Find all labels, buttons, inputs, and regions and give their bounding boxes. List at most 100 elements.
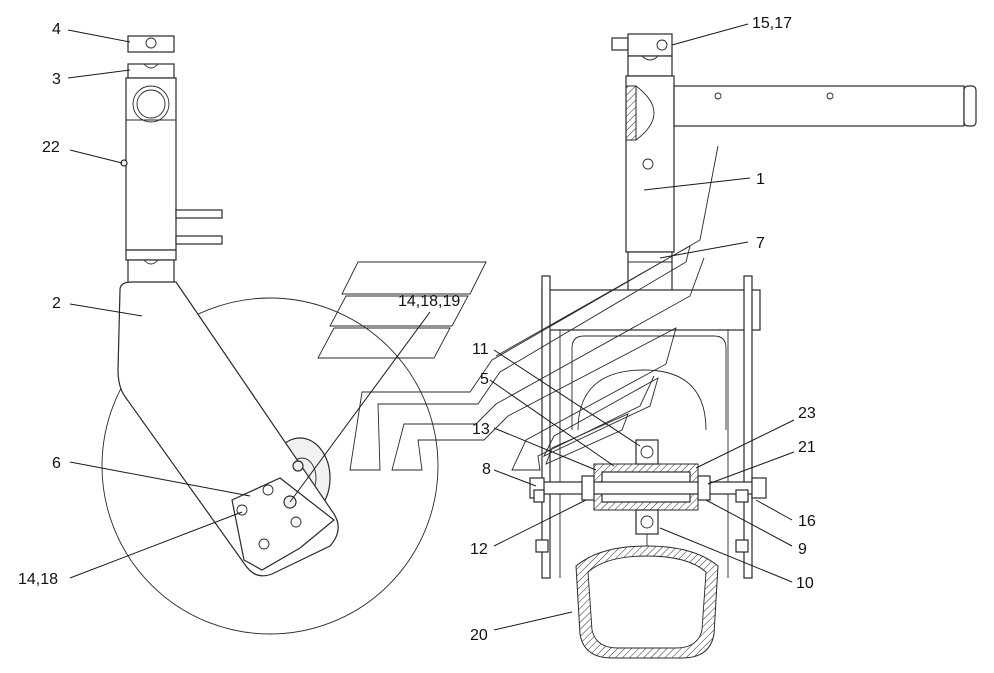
- axle-nut: [292, 460, 304, 472]
- post-pin-lower: [175, 235, 223, 245]
- flange-bolt-bottom: [635, 509, 659, 535]
- stamp-outline-1: [349, 145, 719, 471]
- bracket-bolt-3: [258, 538, 270, 550]
- leader-2: [69, 303, 143, 317]
- top-clamp-nut: [656, 39, 668, 51]
- stamp-outline-2: [391, 257, 705, 471]
- shaft-hole-2: [826, 92, 834, 100]
- shaft-hole-1: [714, 92, 722, 100]
- left-post-lower-collar: [125, 249, 177, 261]
- right-post-lower: [627, 251, 673, 293]
- fork-top-plate: [541, 289, 761, 331]
- stamp-band-3: [317, 327, 451, 359]
- bracket-bolt-5: [290, 516, 302, 528]
- stamp-band-2: [329, 295, 469, 327]
- callout-13: 13: [472, 421, 490, 438]
- stamp-band-1: [341, 261, 487, 295]
- leader-11: [493, 349, 641, 447]
- frame-bolt-l1: [533, 489, 545, 503]
- callout-22: 22: [42, 139, 60, 156]
- right-post-arc: [635, 85, 655, 141]
- tire-upper: [577, 369, 707, 431]
- leader-22: [69, 149, 123, 164]
- callout-23: 23: [798, 405, 816, 422]
- callout-12: 12: [470, 541, 488, 558]
- leader-12: [493, 499, 587, 547]
- center-stamp-bands: [317, 145, 719, 471]
- leader-13: [493, 427, 597, 471]
- callout-9: 9: [798, 541, 807, 558]
- right-post-section: [625, 85, 637, 141]
- left-post-bore: [132, 85, 170, 123]
- callout-5: 5: [480, 371, 489, 388]
- leader-9: [705, 499, 793, 547]
- bracket-bolt-1: [262, 484, 274, 496]
- right-post-bolt: [642, 158, 654, 170]
- leader-1: [643, 177, 751, 191]
- leader-lines: [67, 23, 795, 631]
- spacer-left: [581, 475, 595, 501]
- left-post-bore-inner: [136, 89, 166, 119]
- leader-7: [659, 241, 749, 259]
- callout-4: 4: [52, 21, 61, 38]
- stamp-band-4: [543, 377, 659, 457]
- callout-3: 3: [52, 71, 61, 88]
- leader-23: [695, 419, 795, 469]
- horizontal-shaft: [673, 85, 965, 127]
- leader-6: [69, 461, 251, 497]
- right-post-collar: [627, 55, 673, 77]
- callout-7: 7: [756, 235, 765, 252]
- axle-right-nut: [751, 477, 767, 499]
- flange-nut-top: [640, 445, 654, 459]
- left-post-cap-bolt: [145, 37, 157, 49]
- callout-2: 2: [52, 295, 61, 312]
- leader-4: [67, 29, 131, 43]
- left-post-collar-notch: [143, 63, 159, 69]
- flange-nut-bottom: [640, 515, 654, 529]
- right-post-collar-notch: [641, 55, 659, 61]
- callout-21: 21: [798, 439, 816, 456]
- axle: [539, 481, 759, 495]
- callout-10: 10: [796, 575, 814, 592]
- callout-1: 1: [756, 171, 765, 188]
- leader-20: [493, 611, 573, 631]
- leader-3: [67, 69, 131, 79]
- frame-bolt-r1: [735, 489, 749, 503]
- frame-bolt-r2: [735, 539, 749, 553]
- callout-16: 16: [798, 513, 816, 530]
- stamp-band-5: [545, 413, 629, 465]
- bracket-bolt-2: [236, 504, 248, 516]
- leader-5: [489, 379, 615, 467]
- fork-right-plate: [743, 275, 753, 579]
- fork-left-plate: [541, 275, 551, 579]
- right-front-view: [529, 33, 977, 659]
- callout-11: 11: [472, 341, 489, 358]
- leader-10: [659, 527, 793, 583]
- shaft-end-cap: [963, 85, 977, 127]
- gauge-disc: [101, 297, 439, 635]
- left-side-view: [101, 35, 439, 635]
- spacer-right: [697, 475, 711, 501]
- leader-14-18-19: [289, 311, 431, 503]
- flange-bolt-top: [635, 439, 659, 465]
- leader-15-17: [671, 23, 749, 46]
- top-clamp: [627, 33, 673, 57]
- leader-8: [493, 469, 537, 487]
- callout-8: 8: [482, 461, 491, 478]
- callout-14-18-19: 14,18,19: [398, 293, 460, 310]
- bracket-plate: [231, 477, 335, 571]
- callout-6: 6: [52, 455, 61, 472]
- leader-16: [755, 499, 793, 521]
- fork-inner-top: [571, 335, 727, 430]
- left-post-body: [125, 77, 177, 251]
- callout-15-17: 15,17: [752, 15, 792, 32]
- post-pin-upper: [175, 209, 223, 219]
- leader-14-18: [69, 511, 243, 579]
- left-post-collar: [127, 63, 175, 79]
- callout-20: 20: [470, 627, 488, 644]
- left-post-cap: [127, 35, 175, 53]
- leader-21: [707, 451, 795, 485]
- callout-14-18: 14,18: [18, 571, 58, 588]
- tire-inner: [587, 555, 707, 649]
